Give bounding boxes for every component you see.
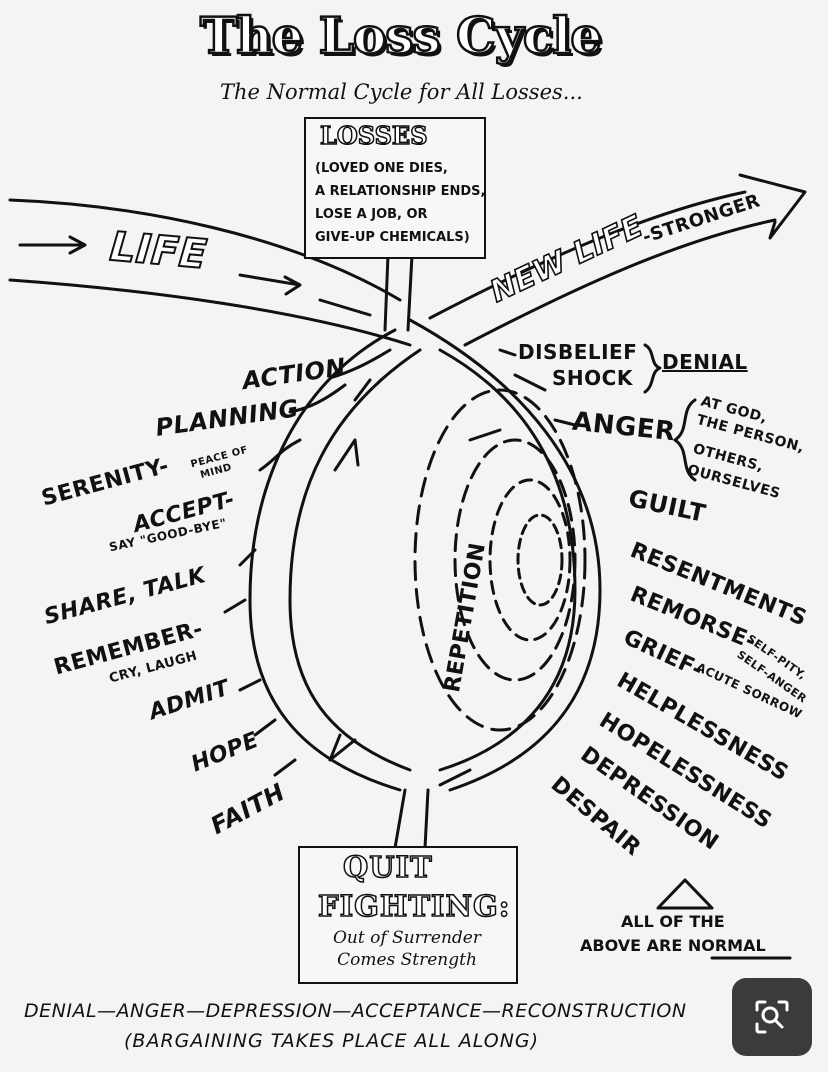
quit-title-line1: QUIT [342, 849, 433, 885]
all-normal-line2: ABOVE ARE NORMAL [580, 936, 766, 955]
page-title: The Loss Cycle [199, 5, 604, 67]
spiral-ring-4 [516, 513, 564, 607]
footer-stages: DENIAL—ANGER—DEPRESSION—ACCEPTANCE—RECON… [24, 1000, 687, 1022]
quit-subtitle: Out of Surrender Comes Strength [333, 928, 481, 970]
losses-description: (LOVED ONE DIES, A RELATIONSHIP ENDS, LO… [315, 161, 486, 245]
losses-title: LOSSES [319, 120, 428, 151]
new-life-band-bottom [463, 218, 777, 347]
triangle-icon [656, 878, 714, 910]
life-band-bottom [8, 278, 412, 347]
all-normal-note: ALL OF THE ABOVE ARE NORMAL [580, 910, 766, 958]
quit-title-line2: FIGHTING: [317, 888, 511, 924]
spiral-ring-2 [453, 438, 577, 682]
stage-disbelief: DISBELIEF [518, 340, 638, 364]
stage-shock: SHOCK [552, 366, 633, 390]
page-subtitle: The Normal Cycle for All Losses... [220, 80, 583, 104]
new-life-arrowhead [738, 173, 807, 240]
inner-loop-left [288, 348, 422, 772]
visual-search-button[interactable] [732, 978, 812, 1056]
losses-box [304, 117, 486, 259]
all-normal-line1: ALL OF THE [620, 912, 725, 931]
quit-fighting-box [298, 846, 518, 984]
spiral-ring-3 [488, 478, 572, 642]
life-label: LIFE [107, 223, 210, 279]
inner-loop-right [438, 348, 577, 772]
outer-loop-right [408, 318, 602, 792]
life-band-top [8, 198, 402, 302]
new-life-band-top [428, 190, 747, 320]
search-icon [755, 1000, 789, 1034]
stage-denial: DENIAL [662, 350, 748, 374]
footer-bargaining: (BARGAINING TAKES PLACE ALL ALONG) [124, 1030, 540, 1052]
outer-loop-left [248, 328, 402, 792]
spiral-ring-1 [413, 388, 587, 732]
